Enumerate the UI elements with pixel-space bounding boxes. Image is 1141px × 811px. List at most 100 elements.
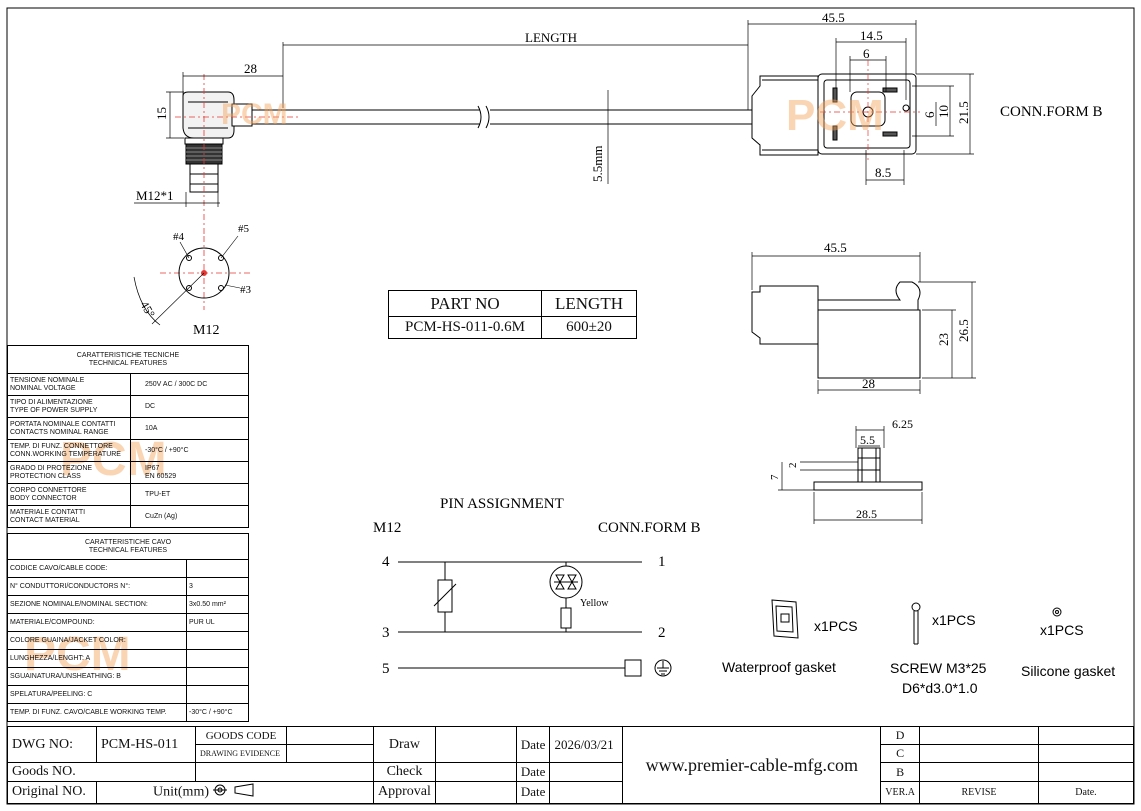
schematic-pin1: 1 (658, 554, 666, 570)
dim-6-side: 6 (922, 111, 937, 118)
dim-m12x1: M12*1 (136, 188, 174, 203)
dim-10: 10 (936, 105, 951, 118)
cable-row-value (186, 685, 249, 704)
tech-row-value: -30°C / +90°C (130, 439, 249, 462)
dim-8-5: 8.5 (875, 165, 891, 180)
conn-form-b-label: CONN.FORM B (1000, 104, 1103, 120)
cable-row-value (186, 559, 249, 578)
dim-21-5: 21.5 (956, 101, 971, 124)
dim-28-side: 28 (862, 376, 875, 391)
screw-qty: x1PCS (932, 612, 976, 628)
revise-label: REVISE (919, 780, 1039, 805)
form-b-dimensions (748, 20, 974, 185)
part-no-value: PCM-HS-011-0.6M (388, 316, 542, 339)
original-no-label: Original NO. (7, 780, 97, 805)
watermark-logo: PCM (221, 98, 288, 131)
check-label: Check (373, 762, 436, 782)
unit-label: Unit(mm) (153, 784, 209, 800)
schematic-pin5: 5 (382, 661, 390, 677)
tech-row-value: TPU-ET (130, 483, 249, 506)
form-b-side-view (751, 281, 921, 379)
dim-2: 2 (787, 463, 799, 469)
led-color-label: Yellow (580, 598, 609, 609)
drawing-evidence-label: DRAWING EVIDENCE (195, 744, 287, 764)
schematic-pin2: 2 (658, 625, 666, 641)
title-block: DWG NO: PCM-HS-011 GOODS CODE Draw Date … (7, 725, 1134, 805)
website-text: www.premier-cable-mfg.com (622, 726, 882, 804)
rev-d: D (880, 725, 920, 746)
draw-label: Draw (373, 725, 436, 764)
dim-7: 7 (769, 474, 781, 480)
goods-no-label: Goods NO. (7, 762, 196, 782)
pin5-label: #5 (238, 223, 250, 235)
tech-row-value: DC (130, 395, 249, 418)
projection-symbol-icon (212, 783, 259, 802)
side-dimensions (751, 252, 976, 394)
form-b-connector-front (751, 73, 917, 156)
tech-features-title: CARATTERISTICHE TECNICHE TECHNICAL FEATU… (7, 345, 249, 374)
dim-45-5-side: 45.5 (824, 240, 847, 255)
dim-14-5: 14.5 (860, 28, 883, 43)
rev-b: B (880, 762, 920, 782)
cable-row-label: COLORE GUAINA/JACKET COLOR: (7, 631, 187, 650)
cable-features-table: CARATTERISTICHE CAVO TECHNICAL FEATURES … (7, 533, 249, 722)
cable-row-value: PUR UL (186, 613, 249, 632)
schematic-wires (398, 561, 672, 677)
waterproof-gasket-icon (771, 599, 799, 639)
goods-code-label: GOODS CODE (195, 725, 287, 746)
cable-row-label: MATERIALE/COMPOUND: (7, 613, 187, 632)
screw-icon (911, 602, 921, 645)
gasket-name: Waterproof gasket (722, 659, 836, 675)
cable-row-label: SGUAINATURA/UNSHEATHING: B (7, 667, 187, 686)
m12-face-label: M12 (193, 323, 219, 338)
cable-row-value: -30°C / +90°C (186, 703, 249, 722)
cable-row-value: 3 (186, 577, 249, 596)
check-date-label: Date (515, 762, 551, 782)
dim-length: LENGTH (525, 30, 577, 45)
rev-c: C (880, 744, 920, 764)
angle-45: 45° (137, 299, 158, 321)
cable-title-it: CARATTERISTICHE CAVO (84, 538, 172, 546)
plate-view (813, 447, 923, 491)
cable-row-label: CODICE CAVO/CABLE CODE: (7, 559, 187, 578)
length-value: 600±20 (541, 316, 637, 339)
pin4-label: #4 (173, 231, 185, 243)
cable-row-label: SEZIONE NOMINALE/NOMINAL SECTION: (7, 595, 187, 614)
pin3-label: #3 (240, 284, 252, 296)
dim-26-5: 26.5 (956, 319, 971, 342)
cable-row-value (186, 667, 249, 686)
part-no-header: PART NO (388, 290, 542, 317)
tech-row-value: 10A (130, 417, 249, 440)
tech-row-value: CuZn (Ag) (130, 505, 249, 528)
cable (252, 105, 752, 129)
schematic-m12-label: M12 (373, 520, 401, 536)
dim-45-5-top: 45.5 (822, 10, 845, 25)
plate-dimensions (778, 426, 923, 524)
cable-row-label: SPELATURA/PEELING: C (7, 685, 187, 704)
approval-date-label: Date (515, 780, 551, 805)
length-header: LENGTH (541, 290, 637, 317)
cable-row-label: TEMP. DI FUNZ. CAVO/CABLE WORKING TEMP. (7, 703, 187, 722)
cable-row-value (186, 631, 249, 650)
m12-angled-connector (182, 91, 253, 193)
dim-23: 23 (936, 333, 951, 346)
silicone-name: Silicone gasket (1021, 663, 1115, 679)
cable-row-label: N° CONDUTTORI/CONDUCTORS N°: (7, 577, 187, 596)
tech-row-value: 250V AC / 300C DC (130, 373, 249, 396)
cable-features-title: CARATTERISTICHE CAVO TECHNICAL FEATURES (7, 533, 249, 560)
pin-assignment-title: PIN ASSIGNMENT (440, 496, 564, 512)
cable-row-value: 3x0.50 mm² (186, 595, 249, 614)
tech-title-en: TECHNICAL FEATURES (88, 359, 168, 367)
dim-6-top: 6 (863, 46, 870, 61)
silicone-qty: x1PCS (1040, 622, 1084, 638)
m12-pin-face (133, 235, 241, 326)
